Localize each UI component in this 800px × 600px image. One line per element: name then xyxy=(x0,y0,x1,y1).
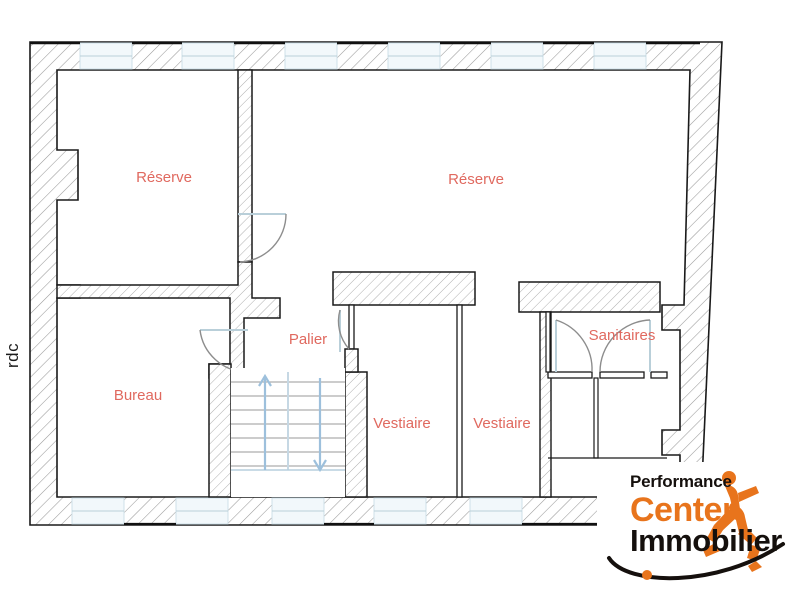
partition-beam-center xyxy=(332,271,476,306)
door-arc-wc-right xyxy=(599,319,651,373)
door-arc-palier xyxy=(337,309,350,350)
stair-steps-left xyxy=(231,381,287,467)
wc-divider-vertical xyxy=(593,377,599,459)
door-arc-wc-left xyxy=(555,319,593,373)
room-label-reserve-left: Réserve xyxy=(136,169,192,186)
agency-logo: Performance Center Immobilier xyxy=(597,462,797,598)
stair-arrow-down-icon xyxy=(313,378,327,473)
room-label-palier: Palier xyxy=(289,331,327,348)
room-labels: Réserve Réserve Bureau Palier Vestiaire … xyxy=(114,169,656,432)
partition-palier-stub xyxy=(348,304,355,350)
room-label-bureau: Bureau xyxy=(114,387,162,404)
room-label-sanitaires: Sanitaires xyxy=(589,327,656,344)
staircase xyxy=(231,368,345,497)
stair-wall-left xyxy=(208,363,232,498)
logo-line-immobilier: Immobilier xyxy=(630,523,782,558)
stair-wall-right-stub xyxy=(344,348,359,373)
swoosh-arc-icon xyxy=(607,542,785,581)
running-man-icon xyxy=(703,471,762,572)
partition-reserve-bureau xyxy=(56,261,281,331)
stair-arrow-up-icon xyxy=(258,373,272,470)
bottom-wall-windows xyxy=(71,497,700,526)
wc-partition-right xyxy=(599,371,645,379)
logo-line-center: Center xyxy=(630,491,735,529)
wc-partition-left xyxy=(547,371,593,379)
room-label-reserve-right: Réserve xyxy=(448,171,504,188)
top-wall-windows xyxy=(30,41,700,70)
logo-line-performance: Performance xyxy=(630,472,732,491)
partition-reserve-divider xyxy=(237,69,253,263)
stair-wall-right xyxy=(344,371,368,498)
door-arc-reserve xyxy=(239,213,287,263)
room-label-vestiaire-1: Vestiaire xyxy=(373,415,431,432)
room-label-vestiaire-2: Vestiaire xyxy=(473,415,531,432)
wc-wall-vertical-left xyxy=(545,311,551,373)
level-label-rdc: rdc xyxy=(3,343,22,368)
wc-partition-end xyxy=(650,371,668,379)
swoosh-dot-icon xyxy=(642,570,652,580)
partition-beam-right xyxy=(518,281,661,313)
interior-partitions xyxy=(56,69,668,498)
partition-vestiaire-divider xyxy=(456,304,463,498)
